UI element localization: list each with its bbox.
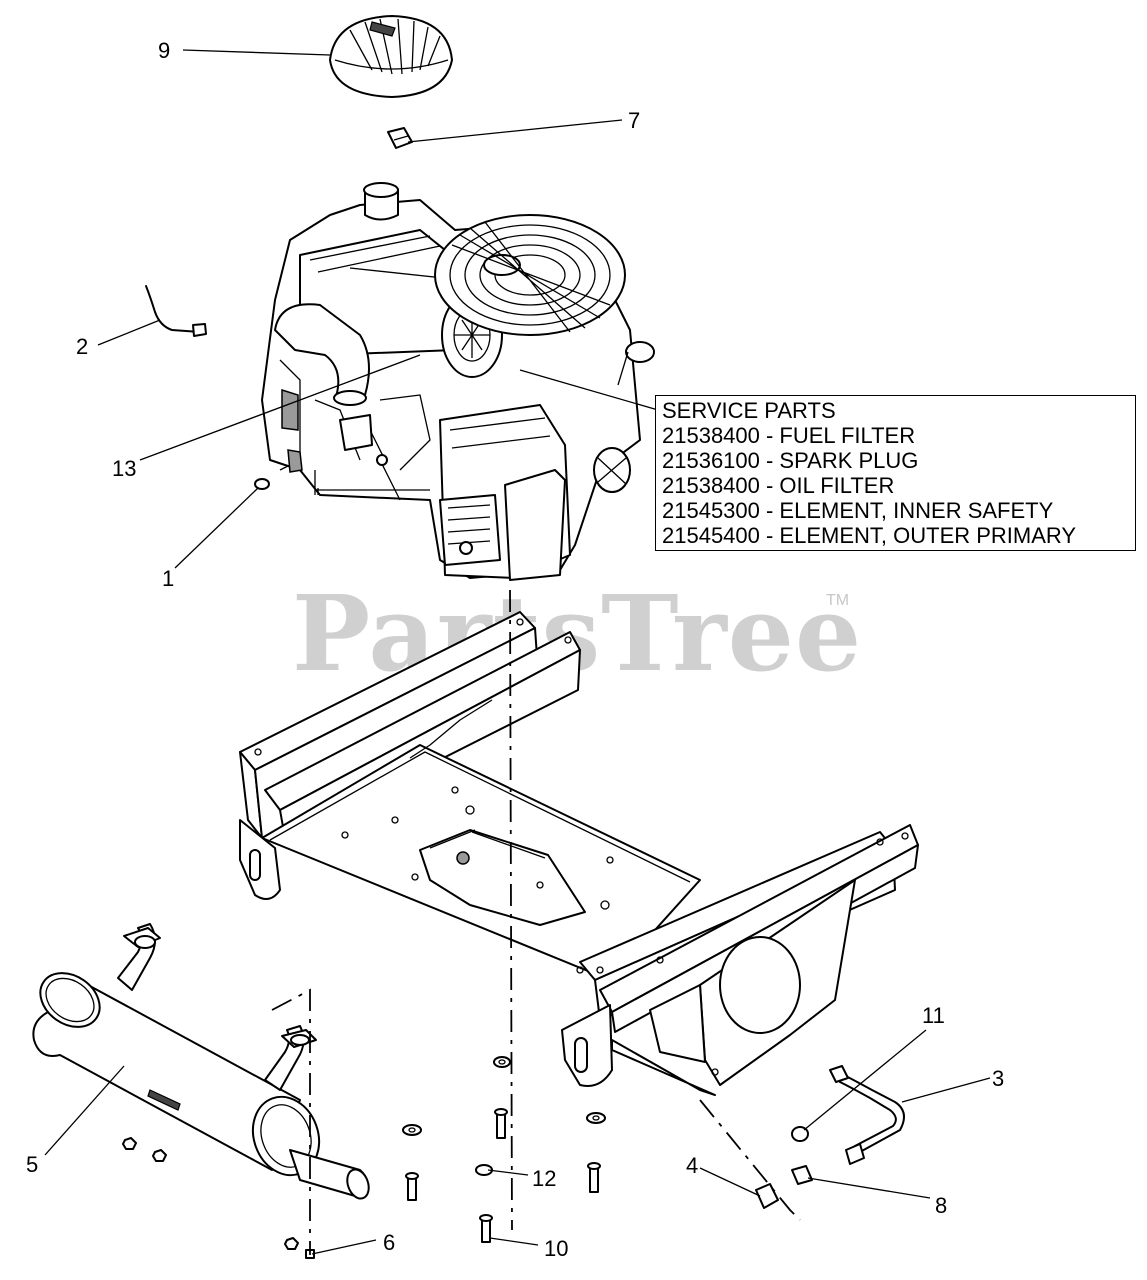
callout-8: 8 xyxy=(935,1193,948,1218)
callout-1: 1 xyxy=(162,566,175,591)
callout-4: 4 xyxy=(686,1153,699,1178)
service-parts-heading: SERVICE PARTS xyxy=(662,398,836,423)
callout-2: 2 xyxy=(76,334,89,359)
callout-10: 10 xyxy=(544,1236,569,1261)
part-11-clamp xyxy=(791,1126,809,1142)
callout-13: 13 xyxy=(112,456,137,481)
part-2-wire xyxy=(145,285,207,337)
part-8-clamp xyxy=(791,1165,813,1185)
frame-assembly xyxy=(239,611,919,1096)
engine-assembly xyxy=(261,182,655,581)
trademark-mark: TM xyxy=(826,592,850,609)
callout-6: 6 xyxy=(383,1230,396,1255)
part-7-clip xyxy=(387,127,413,149)
service-part-fuel-filter: 21538400 - FUEL FILTER xyxy=(662,423,916,448)
part-1-nut xyxy=(254,478,270,490)
callout-12: 12 xyxy=(532,1166,557,1191)
part-5-muffler xyxy=(32,923,370,1200)
callout-11: 11 xyxy=(922,1003,945,1028)
callout-3: 3 xyxy=(992,1066,1005,1091)
assembly-centerlines xyxy=(271,488,801,1255)
callout-9: 9 xyxy=(158,38,171,63)
service-parts-box: SERVICE PARTS 21538400 - FUEL FILTER 215… xyxy=(655,395,1136,551)
service-part-oil-filter: 21538400 - OIL FILTER xyxy=(662,473,895,498)
part-9-cap xyxy=(329,15,453,98)
service-part-outer-element: 21545400 - ELEMENT, OUTER PRIMARY xyxy=(662,523,1077,548)
part-3-fuel-line xyxy=(829,1065,905,1165)
callout-7: 7 xyxy=(628,108,641,133)
service-part-inner-element: 21545300 - ELEMENT, INNER SAFETY xyxy=(662,498,1054,523)
leader-lines xyxy=(44,49,991,1255)
hardware-fasteners xyxy=(122,1056,606,1259)
callout-5: 5 xyxy=(26,1152,39,1177)
service-part-spark-plug: 21536100 - SPARK PLUG xyxy=(662,448,919,473)
